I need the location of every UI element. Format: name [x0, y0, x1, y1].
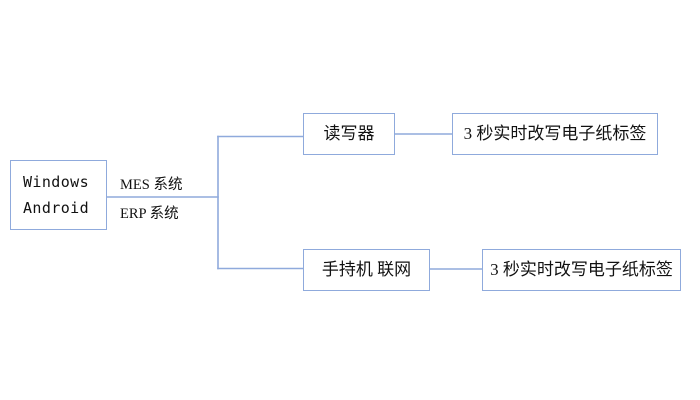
node-reader-device[interactable]: 读写器 — [303, 113, 395, 155]
node-host-line-windows: Windows — [23, 172, 90, 191]
edge-label-mes: MES 系统 — [120, 177, 183, 193]
node-host-platforms[interactable]: Windows Android — [10, 160, 107, 230]
edge-label-erp: ERP 系统 — [120, 206, 179, 222]
node-handheld-device[interactable]: 手持机 联网 — [303, 249, 430, 291]
node-epaper-tag-bottom[interactable]: 3 秒实时改写电子纸标签 — [482, 249, 681, 291]
node-host-line-android: Android — [23, 199, 90, 217]
node-epaper-tag-top[interactable]: 3 秒实时改写电子纸标签 — [452, 113, 658, 155]
